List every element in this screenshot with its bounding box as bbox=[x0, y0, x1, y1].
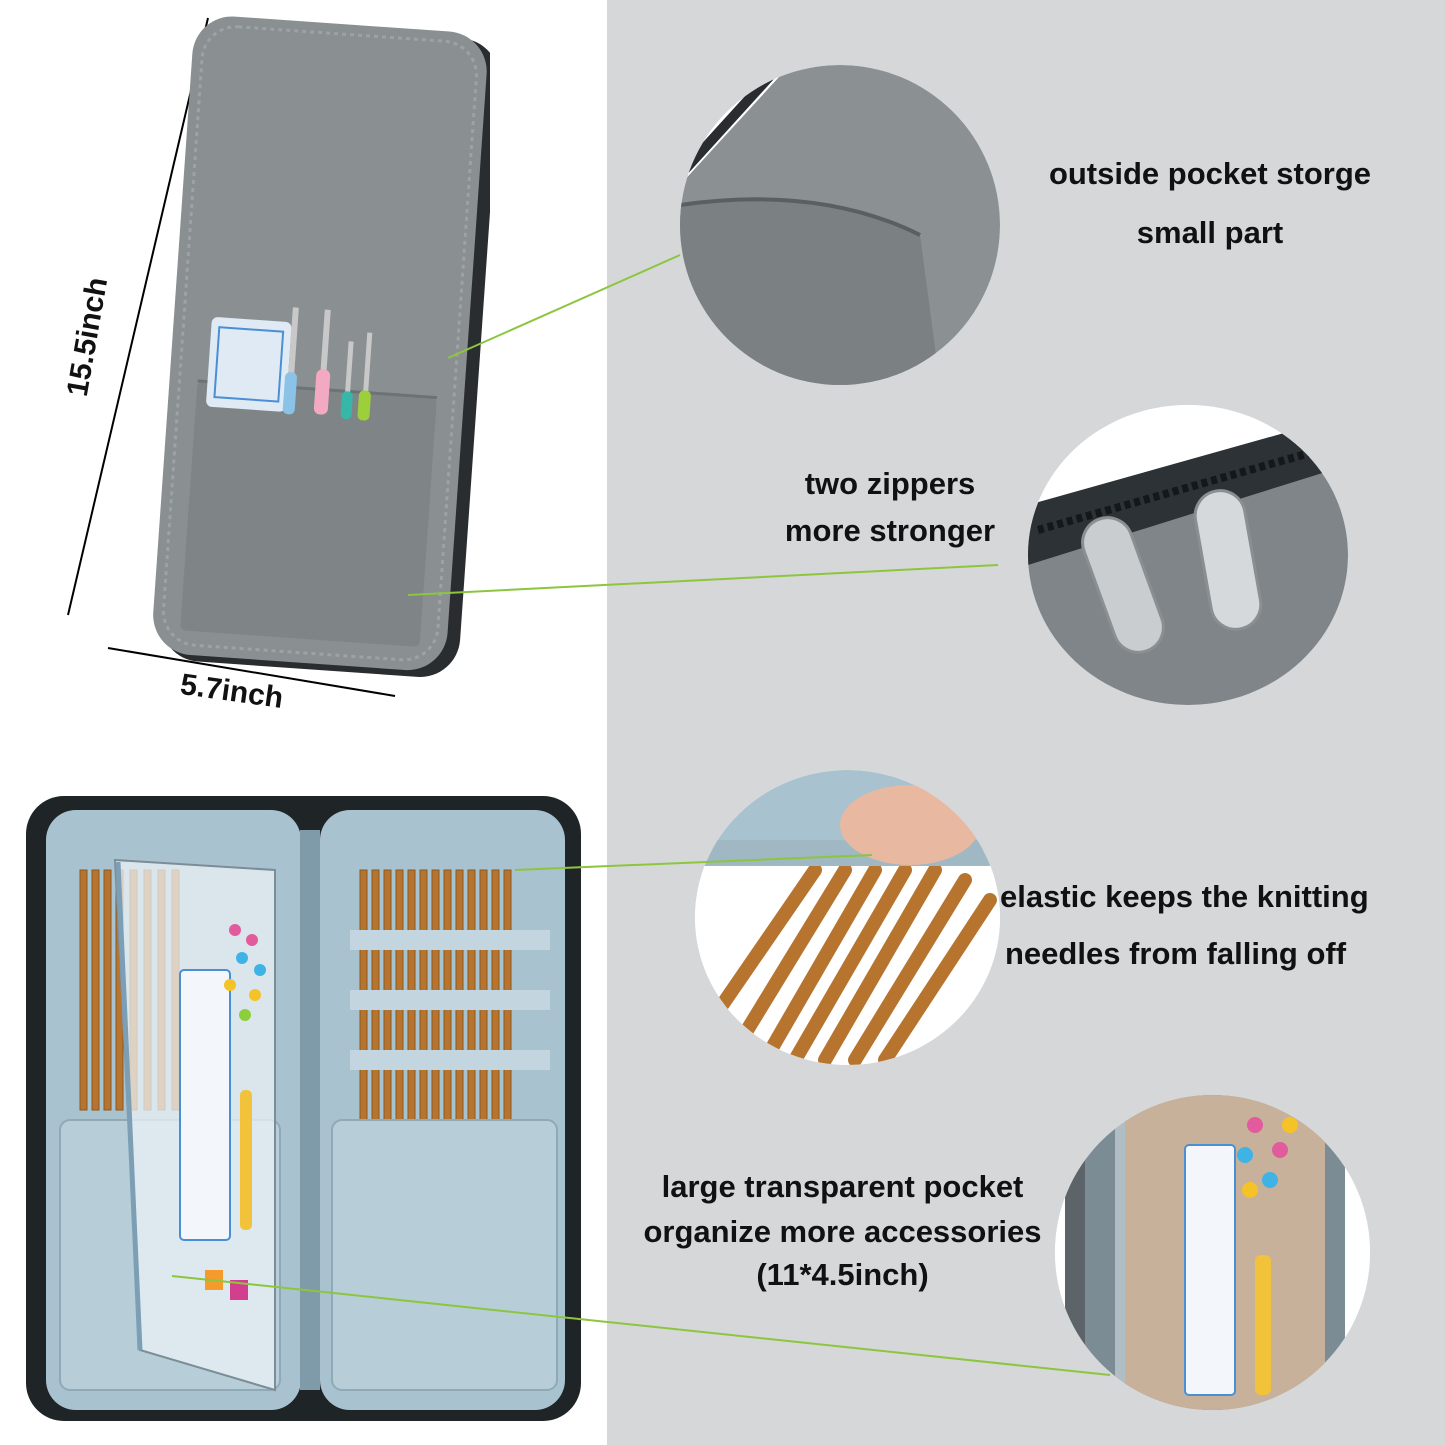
feature-transparent-pocket-text: large transparent pocket organize more a… bbox=[615, 1168, 1070, 1294]
feature-outside-pocket-line2: small part bbox=[1136, 215, 1284, 251]
detail-outside-pocket bbox=[680, 65, 1000, 385]
open-bag-illustration bbox=[26, 796, 581, 1421]
feature-zippers-text: two zippers more stronger bbox=[760, 465, 1020, 549]
detail-two-zippers bbox=[1028, 405, 1348, 705]
feature-zippers-line2: more stronger bbox=[784, 513, 996, 549]
feature-transparent-pocket-line3: (11*4.5inch) bbox=[756, 1257, 929, 1293]
feature-zippers-line1: two zippers bbox=[804, 466, 976, 501]
feature-elastic-line2: needles from falling off bbox=[1005, 936, 1347, 972]
detail-elastic bbox=[695, 770, 1000, 1065]
closed-bag-illustration bbox=[67, 16, 490, 697]
feature-transparent-pocket-line2: organize more accessories bbox=[643, 1214, 1042, 1250]
feature-elastic-text: elastic keeps the knitting needles from … bbox=[1000, 878, 1425, 972]
feature-outside-pocket-text: outside pocket storge small part bbox=[1020, 155, 1400, 251]
detail-transparent-pocket bbox=[1055, 1095, 1370, 1410]
feature-elastic-line1: elastic keeps the knitting bbox=[1000, 879, 1369, 914]
feature-outside-pocket-line1: outside pocket storge bbox=[1048, 156, 1372, 191]
feature-transparent-pocket-line1: large transparent pocket bbox=[661, 1169, 1024, 1204]
